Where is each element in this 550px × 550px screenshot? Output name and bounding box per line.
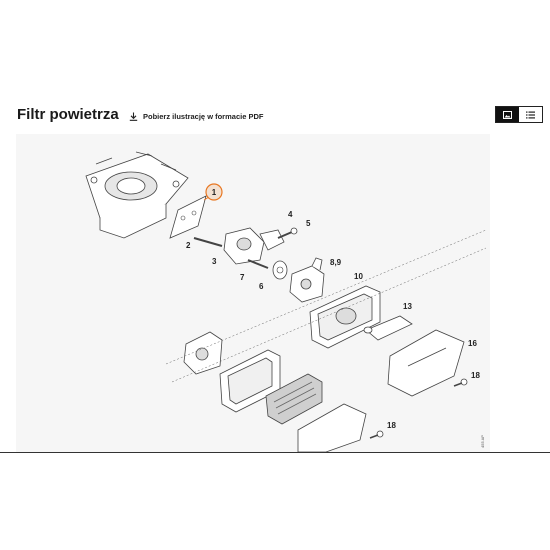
part-label-2[interactable]: 2	[186, 241, 191, 250]
part-7-screw	[247, 259, 269, 269]
lower-filter-drawing	[265, 373, 323, 425]
part-18-screw-upper	[453, 378, 468, 387]
part-10-housing	[309, 285, 381, 349]
part-label-5[interactable]: 5	[306, 219, 311, 228]
svg-text:1: 1	[212, 188, 217, 197]
list-view-icon	[526, 106, 535, 124]
image-view-icon	[503, 106, 512, 124]
part-label-1[interactable]: 1	[205, 183, 223, 201]
drawing-code: 455 AP	[480, 435, 485, 448]
part-label-13[interactable]: 13	[403, 302, 412, 311]
lower-carburetor-drawing	[183, 331, 223, 375]
download-icon	[129, 112, 138, 121]
list-view-button[interactable]	[519, 107, 542, 122]
download-pdf-label: Pobierz ilustrację w formacie PDF	[143, 112, 264, 121]
part-1-gasket	[169, 193, 215, 239]
part-label-10[interactable]: 10	[354, 272, 363, 281]
download-pdf-link[interactable]: Pobierz ilustrację w formacie PDF	[129, 112, 263, 121]
part-label-7[interactable]: 7	[240, 273, 245, 282]
lower-cover-drawing	[297, 403, 367, 452]
alignment-lines	[165, 229, 487, 383]
page-title: Filtr powietrza	[17, 106, 119, 123]
exploded-view-drawing: 1 2 3 4 5 6 7 8,9 10 13 16 18 18 455 AP	[85, 151, 487, 452]
part-label-18-upper[interactable]: 18	[471, 371, 480, 380]
part-5-screw	[277, 227, 298, 239]
crankcase-drawing	[85, 151, 189, 239]
part-16-cover	[387, 329, 465, 397]
part-label-4[interactable]: 4	[288, 210, 293, 219]
part-label-18-lower[interactable]: 18	[387, 421, 396, 430]
part-label-8-9[interactable]: 8,9	[330, 258, 342, 267]
part-label-3[interactable]: 3	[212, 257, 217, 266]
part-18-screw-lower	[369, 430, 384, 439]
part-label-16[interactable]: 16	[468, 339, 477, 348]
divider	[0, 452, 550, 453]
image-view-button[interactable]	[496, 107, 519, 122]
part-label-6[interactable]: 6	[259, 282, 264, 291]
part-2-bolt	[193, 237, 223, 247]
part-6-gasket	[272, 260, 288, 280]
part-3-manifold	[223, 227, 285, 265]
parts-diagram: 1 2 3 4 5 6 7 8,9 10 13 16 18 18 455 AP	[16, 134, 490, 452]
part-13-filter	[363, 315, 413, 341]
lower-housing-drawing	[219, 349, 281, 413]
part-8-9-carburetor	[289, 257, 325, 303]
view-toggle	[495, 106, 543, 123]
